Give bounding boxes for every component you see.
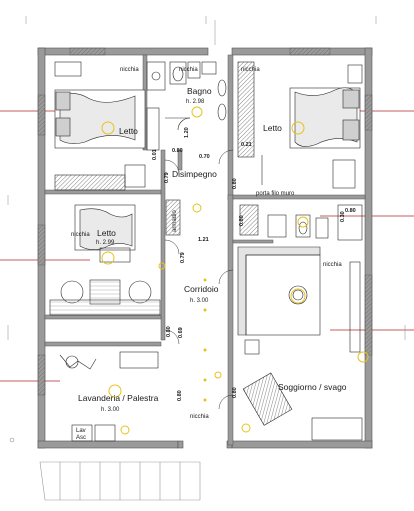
window-marks	[37, 47, 373, 396]
external-stairs	[39, 461, 201, 501]
room-label-letto-left: Letto	[119, 126, 138, 136]
room-height-bagno: h. 2.98	[186, 99, 205, 105]
room-label-lavanderia: Lavanderia / Palestra	[78, 393, 159, 403]
room-label-soggiorno: Soggiorno / svago	[278, 382, 347, 392]
nicchia-label-2: nicchia	[179, 67, 198, 73]
room-label-bagno: Bagno	[187, 86, 212, 96]
nicchia-label-1: nicchia	[120, 67, 139, 73]
bedroom-left-furniture	[54, 61, 146, 191]
dim-label: 0.21	[241, 142, 252, 148]
room-label-disimpegno: Disimpegno	[172, 169, 217, 179]
corridor-spots	[203, 278, 207, 402]
door-swings	[164, 149, 234, 410]
laundry-gym-furniture	[49, 299, 161, 442]
dim-label: 1.20	[184, 127, 190, 138]
room-height-lavanderia: h. 3.00	[101, 407, 120, 413]
room-label-corridoio: Corridoio	[184, 284, 219, 294]
asc-label: Asc	[76, 435, 86, 441]
lav-label: Lav	[76, 428, 86, 434]
nicchia-label-6: nicchia	[190, 414, 209, 420]
axis-ticks	[7, 16, 406, 340]
dim-label: 0.80	[345, 208, 356, 214]
dim-label: 1.21	[198, 237, 209, 243]
dim-label: 0.69	[178, 327, 184, 338]
nicchia-label-5: nicchia	[323, 262, 342, 268]
room-label-letto-middle: Letto	[97, 228, 116, 238]
bathroom-fixtures	[146, 61, 227, 151]
reference-lines	[0, 110, 414, 382]
dim-label: 0.01	[152, 149, 158, 160]
dim-label: 0.80	[232, 387, 238, 398]
room-height-corridoio: h. 3.00	[190, 298, 209, 304]
nicchia-label-4: nicchia	[71, 232, 90, 238]
dim-label: 0.80	[177, 390, 183, 401]
armadio-label: armadio	[172, 210, 178, 232]
light-fixtures	[101, 106, 369, 435]
bathroom-right-fixtures	[239, 204, 363, 241]
dim-label: 0.80	[239, 215, 245, 226]
room-label-letto-right: Letto	[263, 123, 282, 133]
dim-label: 0.79	[180, 252, 186, 263]
dim-label: 0.30	[340, 211, 346, 222]
dim-label: 0.80	[232, 178, 238, 189]
dim-label: 0.80	[166, 326, 172, 337]
bedroom-right-furniture	[237, 61, 363, 189]
porta-filo-muro-label: porta filo muro	[256, 191, 295, 197]
nicchia-label-3: nicchia	[241, 67, 260, 73]
dim-label: 0.80	[172, 148, 183, 154]
dim-label: 0.70	[199, 154, 210, 160]
living-room-furniture	[237, 246, 363, 441]
room-height-letto-middle: h. 2.99	[96, 240, 115, 246]
dim-label: 0.79	[164, 172, 170, 183]
